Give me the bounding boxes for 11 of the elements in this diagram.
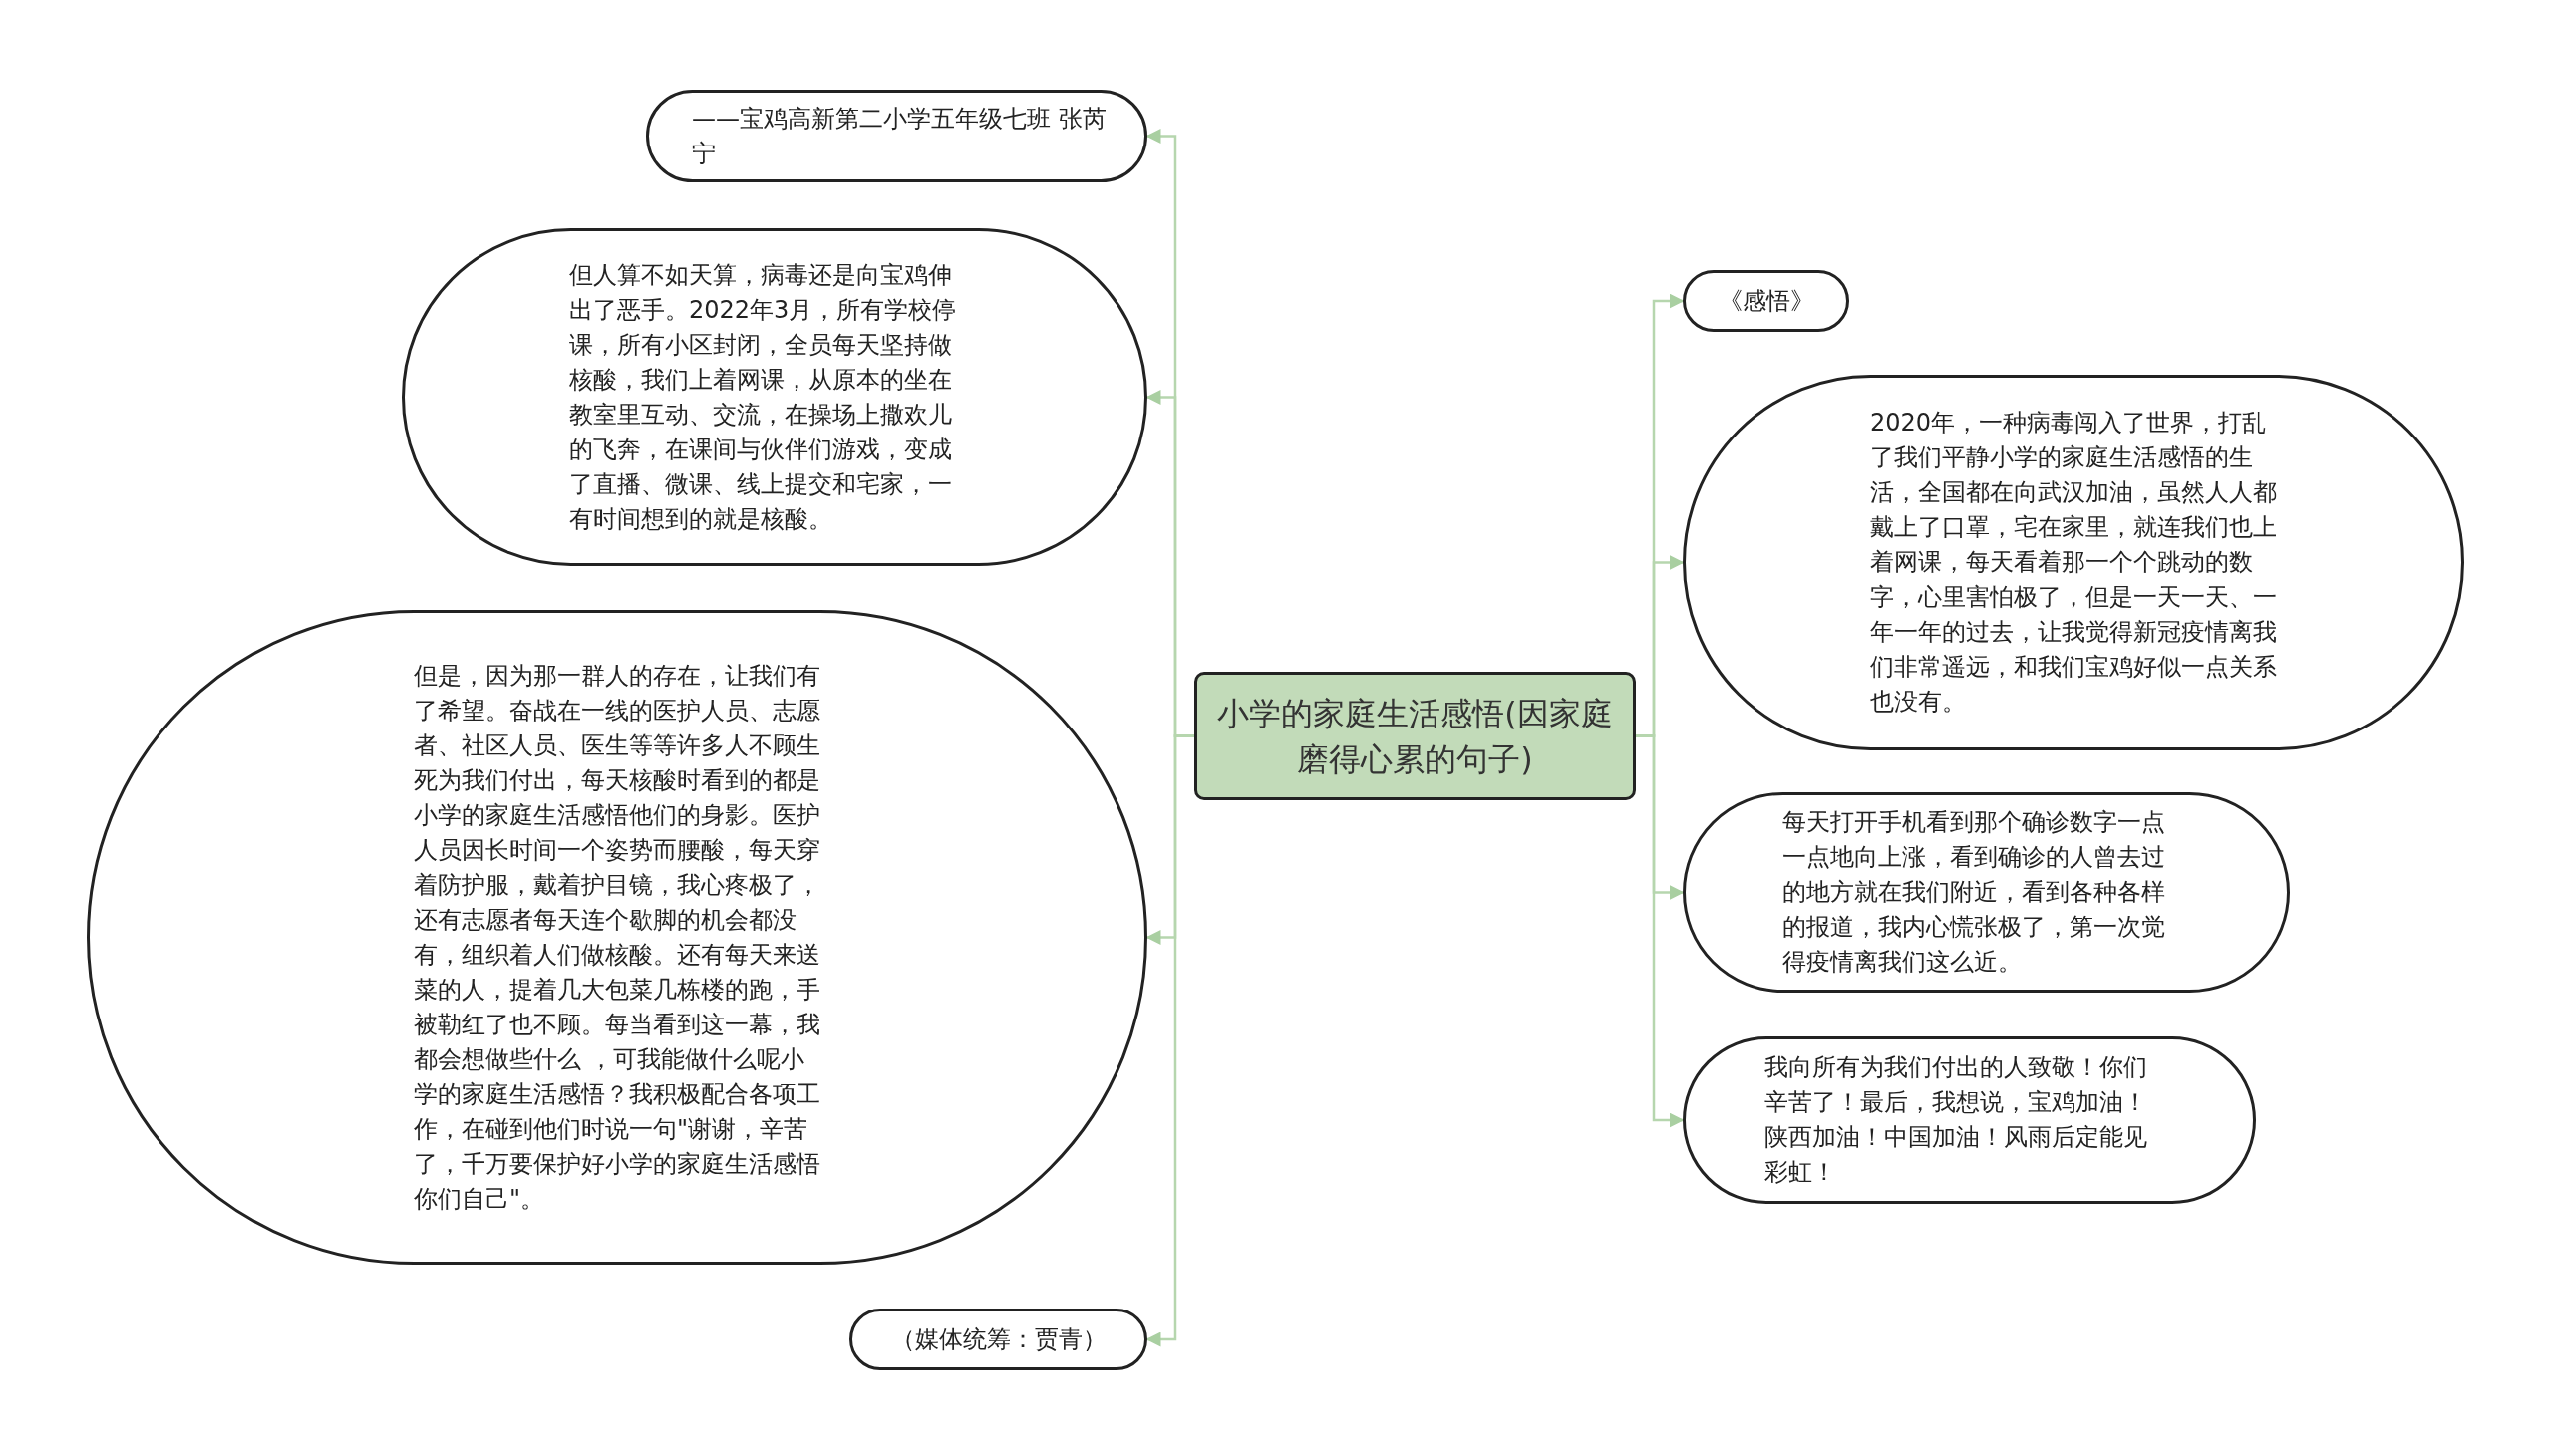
node-text: 每天打开手机看到那个确诊数字一点一点地向上涨，看到确诊的人曾去过的地方就在我们附近，看到各种各样的报道，我内心慌张极了，第一次觉得疫情离我们这么近。 [1782, 807, 2166, 978]
node-text: （媒体统筹：贾青） [889, 1323, 1108, 1355]
topic-box [1194, 672, 1636, 800]
node-text: 但人算不如天算，病毒还是向宝鸡伸出了恶手。2022年3月，所有学校停课，所有小区封闭，全员每天坚持做核酸，我们上着网课，从原本的坐在教室里互动、交流，在操场上撒欢儿的飞奔，在课间与伙伴们游戏，变成了直播、微课、线上提交和宅家，一有时间想到的就是核酸。 [569, 259, 958, 535]
node-text: 2020年，一种病毒闯入了世界，打乱了我们平静小学的家庭生活感悟的生活，全国都在向武汉加油，虽然人人都戴上了口罩，宅在家里，就连我们也上着网课，每天看着那一个个跳动的数字，心里害怕极了，但是一天一天、一年一年的过去，让我觉得新冠疫情离我们非常遥远，和我们宝鸡好似一点关系也没有。 [1870, 408, 2278, 718]
node-text: 我向所有为我们付出的人致敬！你们辛苦了！最后，我想说，宝鸡加油！陕西加油！中国加油！风雨后定能见彩虹！ [1764, 1052, 2148, 1188]
connector-arrow [1636, 734, 1685, 1128]
node-text: ——宝鸡高新第二小学五年级七班 张芮宁 [692, 103, 1108, 169]
topic-title: 小学的家庭生活感悟(因家庭磨得心累的句子) [1216, 693, 1614, 780]
node-text: 但是，因为那一群人的存在，让我们有了希望。奋战在一线的医护人员、志愿者、社区人员、医生等等许多人不顾生死为我们付出，每天核酸时看到的都是小学的家庭生活感悟他们的身影。医护人员因长时间一个姿势而腰酸，每天穿着防护服，戴着护目镜，我心疼极了，还有志愿者每天连个歇脚的机会都没有，组织着人们做核酸。还有每天来送菜的人，提着几大包菜几栋楼的跑，手被勒红了也不顾。每当看到这一幕，我都会想做些什么 ，可我能做什么呢小学的家庭生活感悟？我积极配合各项工作，在碰到他们时说一句"谢谢，辛苦了，千万要保护好小学的家庭生活感悟你们自己"。 [414, 660, 821, 1215]
node-text: 《感悟》 [1717, 285, 1815, 317]
